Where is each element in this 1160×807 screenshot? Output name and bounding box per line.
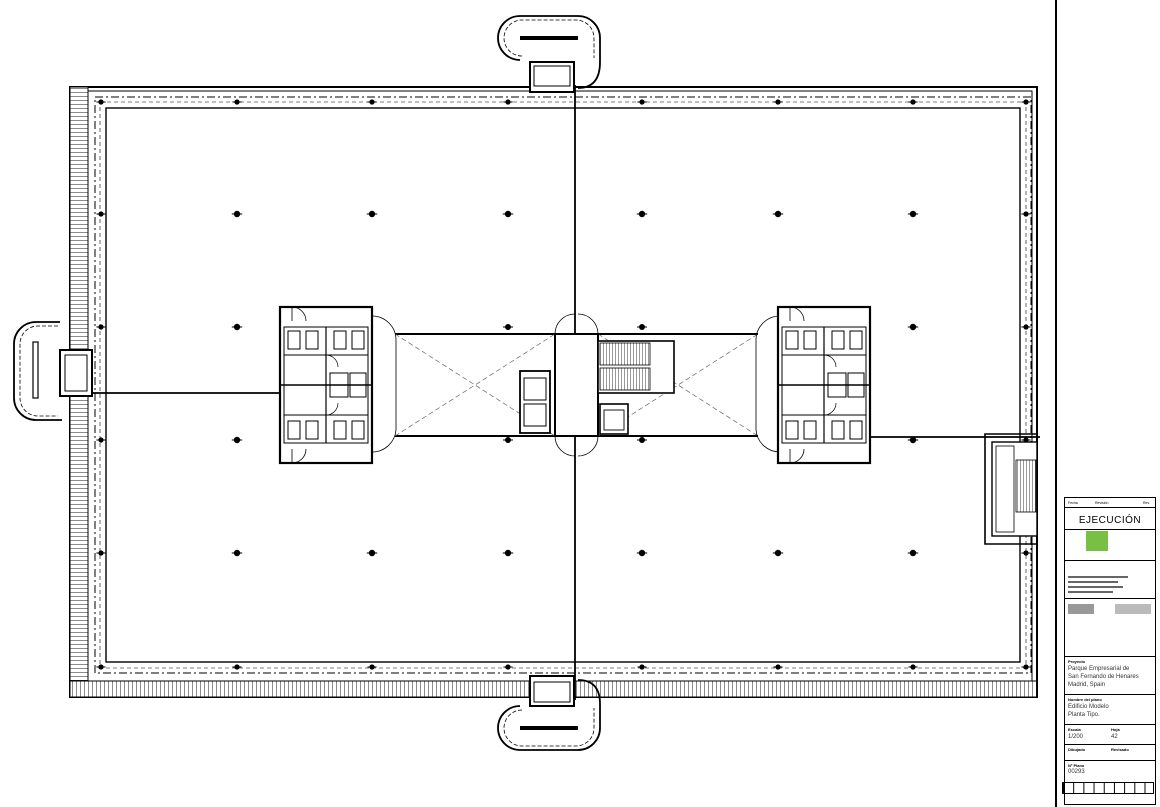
- header-col-revision: Revisión: [1095, 501, 1109, 505]
- structural-columns: [96, 99, 1031, 670]
- scale-value: 1/200: [1068, 734, 1084, 740]
- building-envelope: [69, 86, 1038, 698]
- header-col-rev: Rev.: [1143, 501, 1150, 505]
- project-line-1: Parque Empresarial de: [1068, 666, 1130, 672]
- toilet-core-east: [776, 305, 872, 465]
- checked-label: Revisado: [1111, 747, 1129, 752]
- project-line-2: San Fernando de Henares: [1068, 674, 1139, 680]
- scale-label: Escala: [1068, 727, 1081, 732]
- title-block-frame: Fecha Revisión Rev. EJECUCIÓN Proyecto P…: [1064, 497, 1156, 805]
- escape-stair-east: [984, 433, 1038, 545]
- central-core: [519, 313, 675, 457]
- drawing-line-1: Edificio Modelo: [1068, 704, 1109, 710]
- header-col-date: Fecha: [1068, 501, 1078, 505]
- status-title: EJECUCIÓN: [1078, 515, 1142, 526]
- number-value: 00293: [1068, 769, 1085, 775]
- drawing-line-2: Planta Tipo.: [1068, 712, 1100, 718]
- project-label: Proyecto: [1068, 659, 1086, 664]
- sheet-label: Hoja: [1111, 727, 1120, 732]
- approval-stamp: [1086, 531, 1108, 551]
- revision-grid: [1062, 782, 1154, 794]
- escape-stair-west: [13, 321, 93, 421]
- toilet-core-west: [278, 305, 374, 465]
- number-label: Nº Plano: [1068, 763, 1085, 768]
- title-block: Fecha Revisión Rev. EJECUCIÓN Proyecto P…: [1055, 0, 1160, 807]
- escape-stair-south: [497, 675, 601, 751]
- drawing-label: Nombre del plano: [1068, 697, 1102, 702]
- floor-plan-drawing: [13, 15, 1040, 751]
- sheet-value: 42: [1111, 734, 1118, 740]
- escape-stair-north: [497, 15, 601, 93]
- project-line-3: Madrid, Spain: [1068, 682, 1106, 688]
- drawn-label: Dibujado: [1068, 747, 1086, 752]
